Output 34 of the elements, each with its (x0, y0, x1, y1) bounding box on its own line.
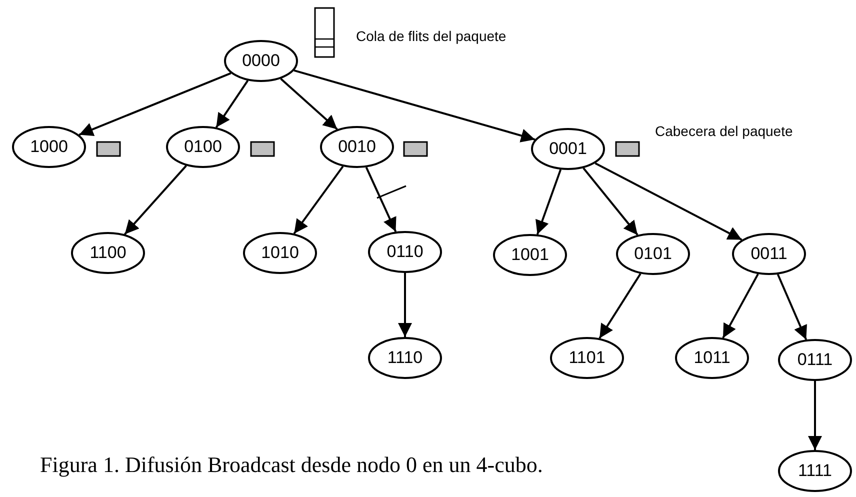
arrow (124, 165, 187, 235)
annotation: Cola de flits del paquete (356, 28, 506, 44)
node-label: 1001 (511, 245, 549, 265)
arrow (722, 274, 759, 338)
arrow (536, 169, 562, 235)
figure-caption: Figura 1. Difusión Broadcast desde nodo 0 en un 4-cubo. (40, 452, 543, 478)
arrow (293, 166, 344, 234)
node-label: 0110 (386, 242, 424, 262)
node-label: 1110 (387, 348, 423, 368)
annotation: Cabecera del paquete (655, 123, 793, 139)
arrow (365, 166, 397, 232)
node-label: 1100 (90, 243, 126, 263)
node-label: 1000 (30, 137, 68, 157)
arrow (215, 80, 249, 128)
node-label: 0111 (797, 350, 833, 370)
node-label: 0011 (750, 244, 788, 264)
node-label: 0101 (634, 244, 672, 264)
node-label: 1111 (798, 461, 832, 481)
arrow (280, 78, 338, 130)
arrow (594, 162, 742, 241)
arrow (598, 273, 642, 339)
arrow (78, 72, 232, 136)
arrow (582, 167, 638, 236)
node-label: 0001 (549, 139, 587, 159)
arrow (808, 381, 822, 450)
arrow (776, 274, 808, 340)
arrow (294, 70, 536, 142)
node-label: 1101 (568, 348, 606, 368)
node-label: 0010 (338, 137, 376, 157)
node-label: 1011 (694, 348, 730, 368)
arrow (398, 273, 412, 337)
node-label: 0100 (184, 137, 222, 157)
node-label: 0000 (242, 51, 280, 71)
node-label: 1010 (261, 243, 299, 263)
